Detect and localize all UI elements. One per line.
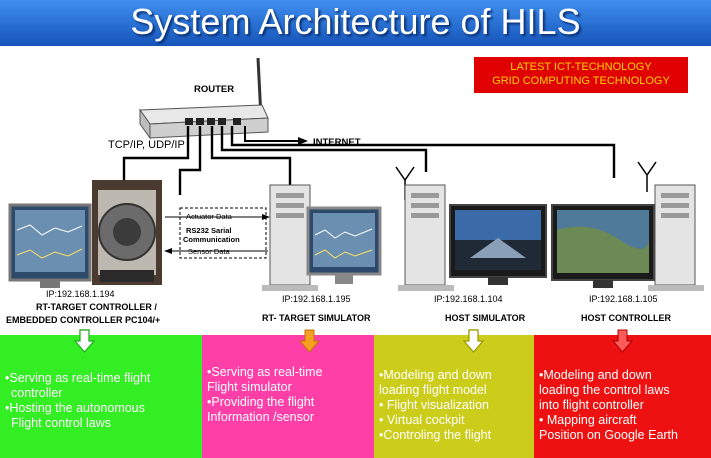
down-arrow-icon (462, 329, 485, 353)
network-cables (122, 126, 616, 195)
badge-line-2: GRID COMPUTING TECHNOLOGY (492, 75, 670, 87)
node-name: RT-TARGET CONTROLLER / (36, 302, 157, 312)
actuator-data-label: Actuator Data (186, 212, 232, 221)
page-title: System Architecture of HILS (130, 1, 581, 42)
embedded-controller-icon (92, 180, 162, 285)
panel-text-line: Position on Google Earth (539, 428, 678, 442)
panel-text-line: •Modeling and down (379, 368, 492, 382)
panel-text-line: •Serving as real-time (207, 365, 323, 379)
arrow-overlay (73, 329, 634, 353)
title-bar (0, 0, 711, 46)
node-ip: IP:192.168.1.194 (46, 289, 115, 299)
monitor-icon (8, 203, 92, 288)
panel-text-line: into flight controller (539, 398, 644, 412)
node-name: HOST CONTROLLER (581, 313, 671, 323)
sensor-data-label: Sensor Data (188, 247, 230, 256)
panel-host-controller: •Modeling and down loading the control l… (534, 335, 711, 458)
tower-pc-icon (398, 184, 454, 291)
down-arrow-icon (298, 329, 321, 353)
panel-host-simulator: •Modeling and down loading flight model … (374, 335, 534, 458)
panel-text-line: Flight simulator (207, 380, 292, 394)
down-arrow-icon (73, 329, 96, 353)
panel-text-line: Information /sensor (207, 410, 314, 424)
protocol-label: TCP/IP, UDP/IP (108, 139, 185, 151)
node-ip: IP:192.168.1.104 (434, 294, 503, 304)
panel-rt-target-simulator: •Serving as real-time Flight simulator •… (202, 335, 374, 458)
node-name: HOST SIMULATOR (445, 313, 526, 323)
badge-line-1: LATEST ICT-TECHNOLOGY (510, 61, 652, 73)
down-arrow-icon (611, 329, 634, 353)
panel-text-line: • Virtual cockpit (379, 413, 465, 427)
monitor-icon (551, 204, 655, 288)
monitor-icon (449, 204, 547, 285)
technology-badge: LATEST ICT-TECHNOLOGY GRID COMPUTING TEC… (474, 57, 688, 93)
monitor-icon (306, 206, 382, 284)
panel-text-line: • Mapping aircraft (539, 413, 637, 427)
router-label: ROUTER (194, 84, 235, 95)
panel-text-line: •Hosting the autonomous (5, 401, 145, 415)
panel-text-line: Flight control laws (11, 416, 112, 430)
panel-text-line: • Flight visualization (379, 398, 489, 412)
panel-text-line: •Modeling and down (539, 368, 652, 382)
node-ip: IP:192.168.1.105 (589, 294, 658, 304)
node-name: RT- TARGET SIMULATOR (262, 313, 371, 323)
panel-text-line: controller (11, 386, 63, 400)
panel-text-line: loading the control laws (539, 383, 670, 397)
tower-pc-icon (262, 184, 318, 291)
node-ip: IP:192.168.1.195 (282, 294, 351, 304)
communication-label: Communication (183, 235, 240, 244)
tower-pc-icon (648, 184, 704, 291)
panel-text-line: •Serving as real-time flight (5, 371, 151, 385)
serial-communication-box (164, 207, 270, 259)
rs232-label: RS232 Sarial (186, 226, 232, 235)
panel-text-line: •Controling the flight (379, 428, 492, 442)
panel-text-line: •Providing the flight (207, 395, 315, 409)
panel-text-line: loading flight model (379, 383, 487, 397)
antenna-icon (637, 161, 657, 192)
router-icon (139, 57, 269, 140)
internet-label: INTERNET (313, 137, 361, 148)
panel-rt-target-controller: •Serving as real-time flight controller … (0, 335, 202, 458)
node-name: EMBEDDED CONTROLLER PC104/+ (6, 315, 161, 325)
